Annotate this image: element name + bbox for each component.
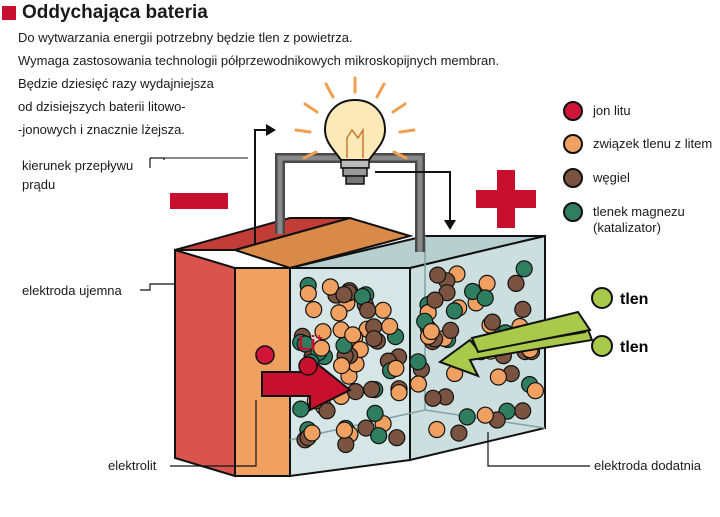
particle: [365, 330, 383, 348]
particle: [335, 421, 353, 439]
particle: [333, 357, 351, 375]
particle: [428, 420, 446, 439]
particle: [357, 419, 375, 437]
intro-line-2: Wymaga zastosowania technologii półprzew…: [18, 53, 500, 68]
legend-item-lithium-ion: jon litu: [563, 101, 631, 121]
particle: [483, 313, 501, 331]
oxygen-label-1: tlen: [620, 291, 648, 308]
particle: [305, 301, 323, 319]
electrolyte-label: elektrolit: [108, 458, 157, 473]
particle: [515, 260, 533, 278]
current-direction-label: kierunek przepływu: [22, 158, 134, 173]
lithium-ion-label: Li+: [298, 331, 323, 355]
negative-electrode-label: elektroda ujemna: [22, 283, 122, 298]
particle: [344, 326, 362, 344]
particle: [370, 427, 388, 445]
particle: [507, 274, 525, 292]
particle: [442, 321, 460, 339]
particle: [359, 301, 377, 319]
current-arrow-left: [254, 129, 268, 245]
intro-line-1: Do wytwarzania energii potrzebny będzie …: [18, 30, 353, 45]
particle: [450, 424, 468, 442]
electrolyte-top: [231, 216, 414, 270]
particle: [292, 400, 310, 418]
legend-item-lithium-oxide: związek tlenu z litem: [563, 134, 712, 154]
particle: [429, 266, 447, 284]
particle: [409, 375, 427, 393]
particle: [390, 384, 408, 402]
legend-swatch-lithium-ion: [563, 101, 583, 121]
particle: [478, 274, 496, 292]
particle: [476, 406, 494, 424]
intro-line-3: Będzie dziesięć razy wydajniejsza: [18, 76, 214, 91]
particle: [296, 335, 314, 353]
legend-swatch-magnesium-oxide: [563, 202, 583, 222]
particle: [318, 402, 336, 420]
particle: [314, 323, 332, 341]
current-arrow-right: [375, 171, 451, 222]
particle: [335, 286, 353, 304]
particle: [476, 289, 494, 307]
particle: [422, 322, 440, 341]
legend-item-carbon: węgiel: [563, 168, 630, 188]
particle: [374, 301, 392, 319]
legend-label-lithium-oxide: związek tlenu z litem: [593, 136, 713, 151]
particle: [388, 429, 406, 447]
oxygen-particle-1: [591, 287, 613, 309]
legend-item-magnesium-oxide: tlenek magnezu (katalizator): [563, 202, 685, 236]
particle: [363, 380, 381, 398]
particle: [366, 404, 384, 422]
legend-label-magnesium-oxide-line2: (katalizator): [593, 220, 661, 235]
plus-sign: [476, 170, 536, 228]
page-title: Oddychająca bateria: [22, 2, 208, 23]
particle: [424, 389, 442, 407]
particle: [458, 408, 476, 426]
title-marker: [2, 6, 16, 20]
minus-sign: [170, 193, 228, 209]
intro-line-5: -jonowych i znacznie lżejsza.: [18, 122, 185, 137]
particle: [387, 359, 405, 377]
legend-label-magnesium-oxide: tlenek magnezu (katalizator): [593, 202, 685, 236]
legend-label-lithium-ion: jon litu: [593, 103, 631, 118]
particle: [303, 424, 321, 442]
negative-electrode-block: [174, 248, 236, 478]
particle: [321, 278, 339, 296]
particle: [526, 382, 545, 400]
particle: [337, 435, 355, 454]
particle: [409, 353, 427, 371]
legend-swatch-lithium-oxide: [563, 134, 583, 154]
lithium-ion-particle: [255, 345, 275, 365]
current-direction-label-2: prądu: [22, 177, 56, 192]
positive-electrode-label: elektroda dodatnia: [594, 458, 701, 473]
particle: [426, 291, 444, 309]
particles: [292, 260, 545, 454]
legend-label-carbon: węgiel: [593, 170, 630, 185]
particle: [381, 317, 399, 335]
particle: [346, 383, 365, 401]
oxygen-label-2: tlen: [620, 339, 648, 356]
particle: [330, 304, 348, 322]
legend-label-magnesium-oxide-line1: tlenek magnezu: [593, 204, 685, 219]
legend-swatch-carbon: [563, 168, 583, 188]
particle: [299, 284, 317, 303]
light-bulb: [294, 76, 416, 185]
particle: [514, 402, 532, 420]
oxygen-particle-2: [591, 335, 613, 357]
title-row: Oddychająca bateria: [2, 2, 208, 24]
particle: [514, 300, 532, 318]
particle: [445, 302, 463, 320]
particle: [489, 368, 507, 386]
intro-line-4: od dzisiejszych baterii litowo-: [18, 99, 186, 114]
